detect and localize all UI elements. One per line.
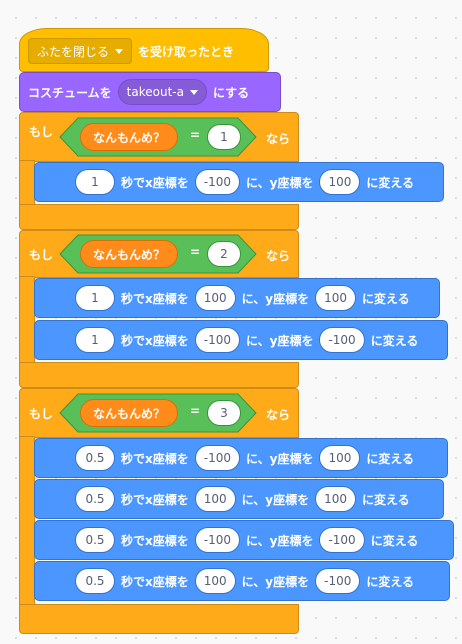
end-label: に変える bbox=[362, 291, 410, 306]
y-label: に、y座標を bbox=[241, 492, 310, 507]
secs-input[interactable]: 1 bbox=[75, 327, 115, 353]
equals-sign: = bbox=[190, 245, 201, 259]
y-label: に、y座標を bbox=[245, 533, 314, 548]
end-label: に変える bbox=[362, 492, 410, 507]
end-label: に変える bbox=[366, 451, 414, 466]
secs-input[interactable]: 0.5 bbox=[75, 445, 115, 471]
x-input[interactable]: -100 bbox=[194, 527, 240, 553]
end-label: に変える bbox=[366, 175, 414, 190]
glide-block[interactable]: 1 秒でx座標を -100 に、y座標を -100 に変える bbox=[34, 320, 448, 360]
x-input[interactable]: -100 bbox=[194, 169, 240, 195]
message-dropdown[interactable]: ふたを閉じる bbox=[28, 38, 133, 64]
end-label: に変える bbox=[370, 533, 419, 548]
y-input[interactable]: 100 bbox=[319, 169, 361, 195]
costume-dropdown-value: takeout-a bbox=[126, 85, 184, 99]
x-input[interactable]: -100 bbox=[194, 445, 240, 471]
hat-label: を受け取ったとき bbox=[138, 44, 235, 59]
if-block-arm bbox=[19, 276, 35, 372]
costume-suffix-label: にする bbox=[212, 85, 250, 100]
secs-input[interactable]: 0.5 bbox=[75, 486, 115, 512]
x-input[interactable]: 100 bbox=[194, 568, 236, 594]
x-input[interactable]: 100 bbox=[194, 486, 236, 512]
end-label: に変える bbox=[366, 574, 414, 589]
if-label: もし bbox=[29, 248, 54, 262]
y-input[interactable]: -100 bbox=[319, 327, 365, 353]
y-input[interactable]: 100 bbox=[319, 445, 361, 471]
costume-dropdown[interactable]: takeout-a bbox=[117, 79, 207, 105]
glide-block[interactable]: 0.5 秒でx座標を -100 に、y座標を 100 に変える bbox=[34, 438, 448, 478]
then-label: なら bbox=[266, 408, 291, 422]
if-block-arm bbox=[19, 436, 35, 616]
equals-sign: = bbox=[190, 128, 201, 142]
secs-input[interactable]: 0.5 bbox=[75, 568, 115, 594]
compare-value-input[interactable]: 2 bbox=[207, 241, 241, 267]
answer-reporter[interactable]: なんもんめ？ bbox=[80, 123, 179, 151]
y-input[interactable]: 100 bbox=[315, 486, 357, 512]
if-block-bottom bbox=[19, 362, 299, 388]
glide-block[interactable]: 1 秒でx座標を -100 に、y座標を 100 に変える bbox=[34, 162, 444, 202]
secs-label: 秒でx座標を bbox=[121, 533, 189, 548]
glide-block[interactable]: 0.5 秒でx座標を 100 に、y座標を 100 に変える bbox=[34, 479, 444, 519]
compare-value-input[interactable]: 1 bbox=[207, 124, 241, 150]
y-input[interactable]: 100 bbox=[315, 285, 357, 311]
message-dropdown-value: ふたを閉じる bbox=[37, 44, 110, 59]
answer-reporter[interactable]: なんもんめ？ bbox=[80, 240, 179, 268]
y-label: に、y座標を bbox=[245, 451, 314, 466]
costume-prefix-label: コスチュームを bbox=[28, 85, 112, 100]
dropdown-arrow-icon bbox=[115, 48, 124, 54]
dropdown-arrow-icon bbox=[189, 89, 198, 95]
glide-block[interactable]: 1 秒でx座標を 100 に、y座標を 100 に変える bbox=[34, 278, 440, 318]
when-receive-hat-block[interactable]: ふたを閉じる を受け取ったとき bbox=[19, 28, 269, 72]
x-input[interactable]: -100 bbox=[194, 327, 240, 353]
if-block-bottom bbox=[19, 204, 299, 230]
secs-input[interactable]: 1 bbox=[75, 285, 115, 311]
y-input[interactable]: -100 bbox=[319, 527, 365, 553]
y-label: に、y座標を bbox=[241, 291, 310, 306]
y-label: に、y座標を bbox=[241, 574, 310, 589]
then-label: なら bbox=[266, 249, 291, 263]
end-label: に変える bbox=[370, 333, 419, 348]
switch-costume-block[interactable]: コスチュームを takeout-a にする bbox=[19, 72, 281, 112]
if-label: もし bbox=[29, 407, 54, 421]
compare-value-input[interactable]: 3 bbox=[207, 400, 241, 426]
if-label: もし bbox=[29, 125, 54, 139]
answer-reporter[interactable]: なんもんめ？ bbox=[80, 399, 179, 427]
secs-label: 秒でx座標を bbox=[121, 574, 189, 589]
then-label: なら bbox=[266, 132, 291, 146]
y-input[interactable]: -100 bbox=[315, 568, 361, 594]
secs-label: 秒でx座標を bbox=[121, 492, 189, 507]
secs-input[interactable]: 0.5 bbox=[75, 527, 115, 553]
secs-label: 秒でx座標を bbox=[121, 175, 189, 190]
if-block-bottom bbox=[19, 604, 299, 634]
glide-block[interactable]: 0.5 秒でx座標を -100 に、y座標を -100 に変える bbox=[34, 520, 454, 560]
glide-block[interactable]: 0.5 秒でx座標を 100 に、y座標を -100 に変える bbox=[34, 561, 450, 601]
secs-input[interactable]: 1 bbox=[75, 169, 115, 195]
equals-sign: = bbox=[190, 404, 201, 418]
y-label: に、y座標を bbox=[245, 333, 314, 348]
secs-label: 秒でx座標を bbox=[121, 291, 189, 306]
secs-label: 秒でx座標を bbox=[121, 451, 189, 466]
y-label: に、y座標を bbox=[245, 175, 314, 190]
secs-label: 秒でx座標を bbox=[121, 333, 189, 348]
x-input[interactable]: 100 bbox=[194, 285, 236, 311]
